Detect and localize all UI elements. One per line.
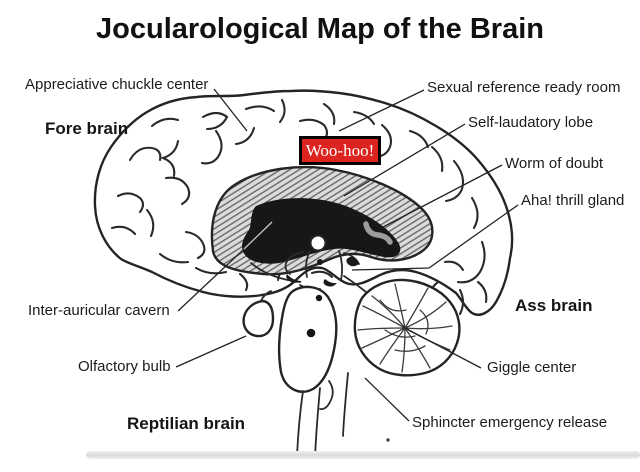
callout-olfactory-bulb: Olfactory bulb — [78, 358, 171, 375]
leader-appreciative — [213, 88, 248, 132]
leader-sphincter — [364, 377, 410, 422]
cerebellum — [343, 275, 461, 377]
leader-giggle — [402, 326, 482, 369]
leader-inter-auricular — [177, 248, 245, 312]
callout-inter-auricular-cavern: Inter-auricular cavern — [28, 302, 170, 319]
pons — [278, 285, 338, 393]
midbrain-structures — [284, 234, 360, 291]
stray-ink-dot — [386, 438, 390, 442]
leader-inter-auricular-on-dark — [243, 221, 273, 250]
olfactory-bulb-shape — [242, 290, 275, 338]
worm-of-doubt-shape — [363, 221, 393, 245]
dark-inner-region — [242, 198, 401, 264]
region-label-ass-brain: Ass brain — [515, 296, 593, 315]
gyri-squiggles — [110, 98, 488, 316]
scan-edge-shadow — [86, 451, 640, 459]
leader-worm — [382, 164, 503, 228]
leader-aha — [351, 204, 519, 271]
region-label-fore-brain: Fore brain — [45, 119, 129, 138]
region-label-reptilian-brain: Reptilian brain — [127, 414, 246, 433]
callout-giggle-center: Giggle center — [487, 359, 577, 376]
leader-sexual — [338, 89, 425, 132]
leader-self-laudatory — [343, 123, 466, 197]
callout-sphincter-emergency-release: Sphincter emergency release — [412, 414, 608, 431]
page-title: Jocularological Map of the Brain — [96, 13, 544, 45]
callout-self-laudatory-lobe: Self-laudatory lobe — [468, 114, 594, 131]
callout-appreciative-chuckle-center: Appreciative chuckle center — [25, 76, 209, 93]
callout-aha-thrill-gland: Aha! thrill gland — [521, 192, 625, 209]
woohoo-sticker: Woo-hoo! — [299, 136, 381, 165]
callout-sexual-reference-ready-room: Sexual reference ready room — [427, 79, 621, 96]
leader-olfactory — [175, 335, 247, 368]
leader-lines — [175, 88, 519, 422]
callout-worm-of-doubt: Worm of doubt — [505, 155, 604, 172]
